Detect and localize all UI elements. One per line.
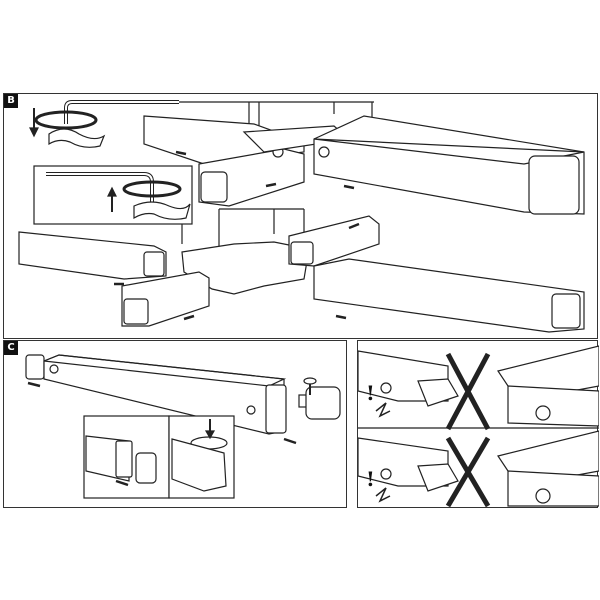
incorrect-example-bottom (358, 430, 599, 508)
ground-symbol-icon (535, 488, 551, 504)
warning-exclamation-icon: ! (366, 381, 375, 405)
panel-b: B (3, 93, 598, 339)
end-cap-illustration (25, 354, 341, 499)
rotate-arrow-icon (34, 110, 98, 130)
cross-mark-icon (445, 436, 491, 508)
ground-symbol-icon (380, 382, 392, 394)
ground-symbol-icon (246, 405, 256, 415)
ground-symbol-icon (318, 146, 330, 158)
panel-b-label: B (4, 94, 18, 108)
end-cap-icon (305, 386, 341, 420)
panel-warning: ! ! (357, 340, 599, 508)
ground-symbol-icon (380, 468, 392, 480)
warning-exclamation-icon: ! (366, 467, 375, 491)
cross-mark-icon (445, 352, 491, 431)
incorrect-connection-illustration (358, 345, 599, 508)
end-feed-icon (25, 354, 45, 380)
lightning-hazard-icon (375, 402, 391, 418)
panel-c-label: C (4, 341, 18, 355)
rotate-arrow-icon (122, 180, 182, 198)
track-cross-connector-illustration (18, 100, 585, 333)
lightning-hazard-icon (375, 487, 391, 503)
ground-symbol-icon (535, 405, 551, 421)
ground-symbol-icon (49, 364, 59, 374)
incorrect-example-top (358, 345, 599, 431)
panel-c: C (3, 340, 347, 508)
